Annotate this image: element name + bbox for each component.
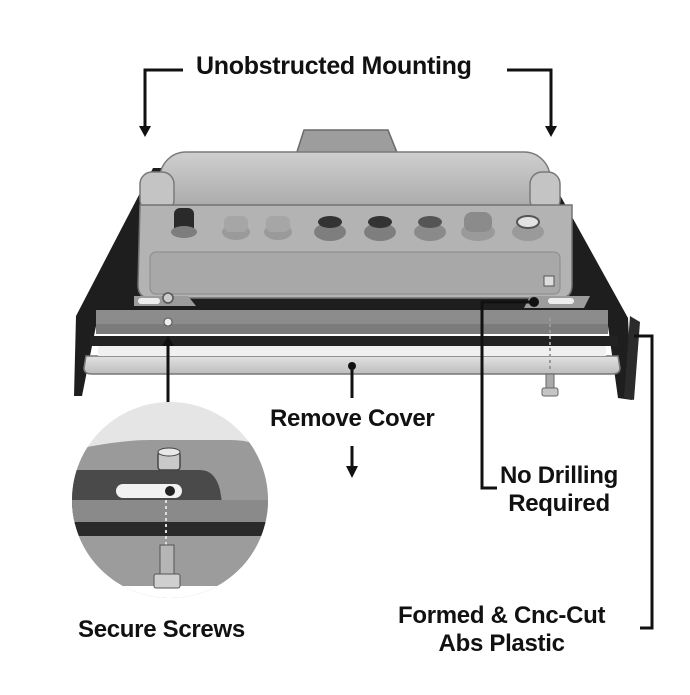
screw-icon: [159, 544, 175, 578]
no-drilling-line2: Required: [508, 490, 610, 517]
no-drilling-label: No Drilling Required: [500, 462, 618, 518]
remove-cover-callout: [346, 362, 358, 478]
remove-cover-label: Remove Cover: [270, 405, 435, 432]
no-drilling-callout: [480, 297, 539, 490]
abs-plastic-label: Formed & Cnc-Cut Abs Plastic: [398, 602, 606, 658]
unobstructed-label: Unobstructed Mounting: [196, 52, 472, 80]
hex-nut-icon: [543, 275, 555, 287]
screw-icon: [541, 318, 559, 397]
device-body: [137, 151, 573, 299]
hex-nut-icon: [162, 292, 174, 304]
unobstructed-callout: [139, 68, 557, 137]
zoom-detail: [72, 402, 268, 598]
arrow-down-icon: [139, 126, 151, 137]
secure-screws-label: Secure Screws: [78, 616, 245, 643]
abs-line2: Abs Plastic: [438, 630, 565, 657]
arrow-down-icon: [545, 126, 557, 137]
abs-plastic-callout: [634, 334, 654, 630]
slot-plates: [134, 275, 590, 308]
arrow-down-icon: [346, 466, 358, 478]
no-drilling-line1: No Drilling: [500, 462, 619, 489]
device-knobs: [171, 208, 544, 241]
arrow-up-icon: [162, 336, 174, 346]
abs-line1: Formed & Cnc-Cut: [398, 602, 606, 629]
